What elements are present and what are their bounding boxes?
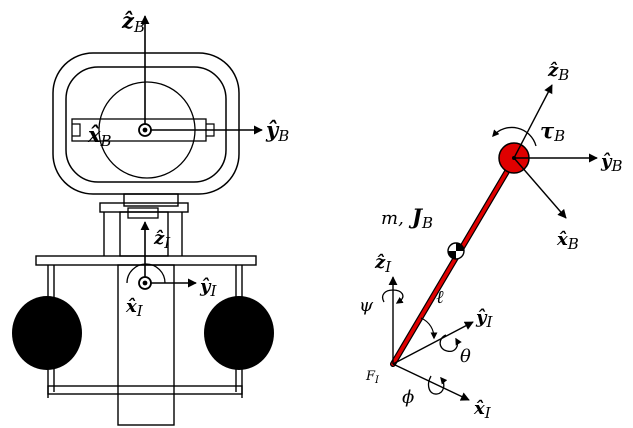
left-xB-axis-dot — [142, 127, 148, 133]
pendulum-rod — [391, 156, 517, 366]
left-xB-label: x̂B — [87, 122, 112, 150]
body-column — [117, 264, 175, 426]
right-xI-axis — [392, 363, 470, 401]
com-quadrant-2 — [448, 251, 456, 259]
left-zB-label: ẑB — [121, 8, 145, 36]
tilt-angle-arc — [420, 317, 438, 340]
right-yB-label: ŷB — [600, 151, 623, 175]
theta-rotation-arrow — [439, 334, 462, 352]
wheel-left — [12, 296, 82, 370]
right-xB-label: x̂B — [556, 229, 579, 253]
right-body-frame: ẑB ŷB x̂B τB — [492, 60, 623, 253]
torque-label: τB — [540, 118, 565, 145]
left-inertial-frame: ẑI ŷI x̂I — [125, 221, 217, 320]
motor-cap — [127, 207, 159, 219]
head-axle-notch-left — [72, 123, 81, 137]
inertia-label: JB — [408, 204, 433, 232]
theta-label: θ — [460, 346, 471, 367]
left-yB-label: ŷB — [265, 117, 289, 145]
right-inertial-frame: ẑI ŷI x̂I ψ ℓ θ ϕ FI — [359, 252, 493, 422]
pivot-bearing — [126, 263, 166, 284]
psi-rotation-arrow — [381, 289, 404, 304]
psi-label: ψ — [359, 295, 374, 316]
center-of-mass-marker — [447, 242, 465, 260]
right-xB-axis — [513, 157, 567, 219]
right-xI-label: x̂I — [473, 398, 492, 422]
left-xI-axis-dot — [142, 280, 148, 286]
neck-block — [123, 193, 179, 207]
head-inner-frame — [65, 66, 227, 183]
phi-rotation-arrow — [427, 375, 448, 395]
right-zB-axis — [513, 84, 553, 159]
left-yI-label: ŷI — [199, 276, 217, 300]
com-quadrant-1 — [456, 243, 464, 251]
inertial-frame-name: FI — [365, 369, 380, 386]
ell-label: ℓ — [436, 287, 444, 308]
phi-label: ϕ — [402, 387, 414, 408]
chassis-bottom-bar — [47, 385, 243, 395]
pendulum-model — [390, 142, 530, 367]
left-zI-label: ẑI — [153, 228, 171, 252]
right-yI-label: ŷI — [475, 307, 493, 331]
right-zI-label: ẑI — [374, 252, 392, 276]
torque-arc — [492, 126, 537, 147]
left-xI-label: x̂I — [125, 296, 144, 320]
right-yI-axis — [392, 321, 474, 365]
left-body-frame: ẑB ŷB x̂B — [87, 8, 289, 150]
right-zB-label: ẑB — [547, 60, 569, 84]
wheel-right — [204, 296, 274, 370]
mass-label: m, — [381, 208, 404, 229]
robot-side-view — [12, 52, 274, 426]
